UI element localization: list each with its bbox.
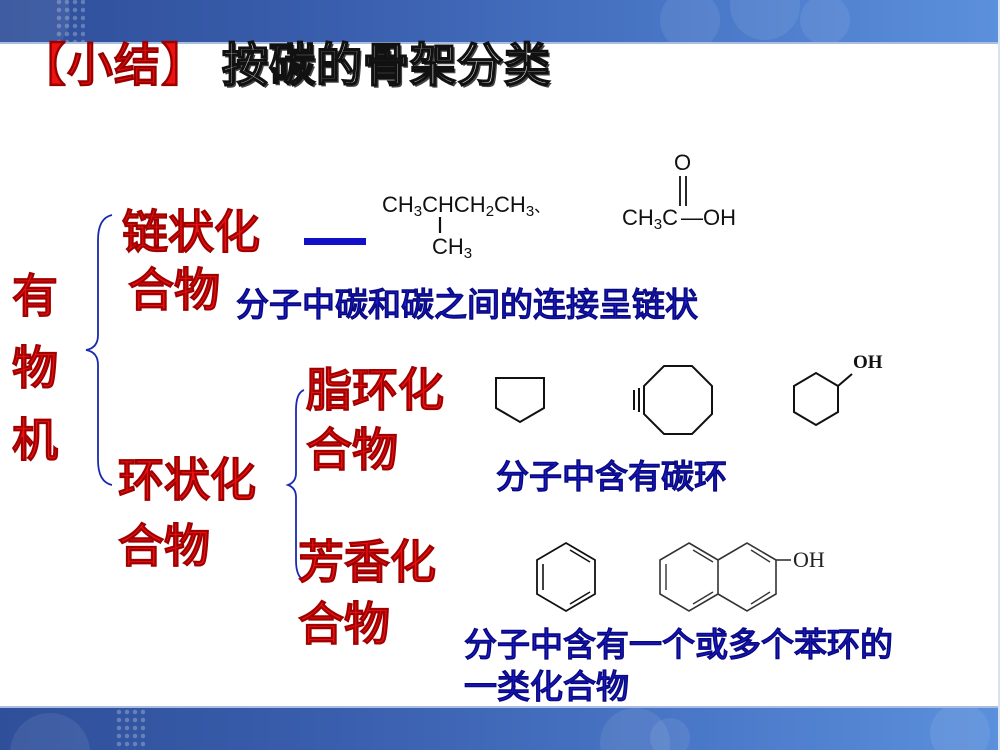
aromatic-label-line1: 芳香化 — [298, 535, 437, 590]
root-label-char-3: 机 — [12, 413, 59, 468]
formula-subscript: 3 — [653, 216, 663, 233]
decor-bubble — [10, 713, 90, 750]
slide-title: 【小结】 按碳的骨架分类 — [20, 32, 551, 93]
naphthol-oh-label: OH — [793, 547, 825, 572]
decor-bubble — [650, 718, 690, 750]
cyclic-label-line2: 合物 — [118, 519, 211, 574]
formula-text: CH — [382, 192, 414, 217]
footer-divider — [0, 706, 1000, 708]
title-text: 按碳的骨架分类 — [221, 37, 551, 93]
header-band — [0, 0, 1000, 42]
formula-subscript: 3 — [525, 203, 535, 220]
formula-text: CH — [622, 205, 654, 230]
header-divider — [0, 42, 1000, 44]
cyclic-label-line1: 环状化 — [118, 453, 257, 508]
formula-2-methylbutane: CH3CHCH2CH3、 — [382, 192, 550, 220]
benzene-structure — [536, 541, 596, 613]
formula-text: C — [662, 205, 679, 230]
cyclic-brace — [285, 389, 305, 581]
formula-text: CHCH — [422, 192, 486, 217]
slide-edge — [998, 0, 1000, 750]
naphthol-structure — [659, 542, 791, 612]
formula-text: CH — [432, 234, 464, 259]
aromatic-label-line2: 合物 — [298, 597, 391, 652]
aromatic-description-line2: 一类化合物 — [464, 667, 630, 707]
formula-text: CH — [494, 192, 526, 217]
formula-subscript: 2 — [485, 203, 495, 220]
formula-subscript: 3 — [463, 245, 473, 262]
cyclooctyne-structure — [633, 365, 713, 435]
branch-bond — [438, 217, 442, 233]
alicyclic-description: 分子中含有碳环 — [496, 457, 728, 497]
formula-separator: 、 — [534, 199, 551, 216]
decor-dots — [115, 708, 145, 750]
alicyclic-label-line1: 脂环化 — [306, 363, 445, 418]
decor-bubble — [0, 0, 70, 42]
formula-branch-methyl: CH3 — [432, 234, 472, 262]
root-label-char-1: 有 — [12, 269, 59, 324]
summary-tag: 【小结】 — [20, 38, 208, 93]
root-label-char-2: 物 — [12, 341, 59, 396]
formula-subscript: 3 — [413, 203, 423, 220]
formula-acetic-acid: CH3C—OH — [622, 205, 736, 233]
decor-bubble — [800, 0, 850, 42]
carbonyl-double-bond — [679, 176, 687, 206]
chain-connector-dash — [304, 238, 366, 245]
decor-dots — [55, 0, 85, 42]
chain-label-line2: 合物 — [128, 263, 221, 318]
aromatic-description-line1: 分子中含有一个或多个苯环的 — [464, 625, 894, 665]
carbonyl-oxygen: O — [674, 150, 692, 175]
chain-label-line1: 链状化 — [122, 205, 261, 260]
decor-bubble — [730, 0, 800, 40]
alicyclic-label-line2: 合物 — [306, 423, 399, 478]
decor-bubble — [930, 708, 990, 750]
footer-band — [0, 708, 1000, 750]
chain-description: 分子中碳和碳之间的连接呈链状 — [236, 285, 699, 325]
decor-bubble — [660, 0, 720, 42]
main-brace — [85, 214, 113, 486]
cyclohexanol-structure — [793, 371, 853, 427]
cyclohexanol-oh-label: OH — [853, 352, 883, 373]
formula-text: —OH — [681, 205, 737, 230]
cyclopentane-structure — [495, 377, 545, 424]
